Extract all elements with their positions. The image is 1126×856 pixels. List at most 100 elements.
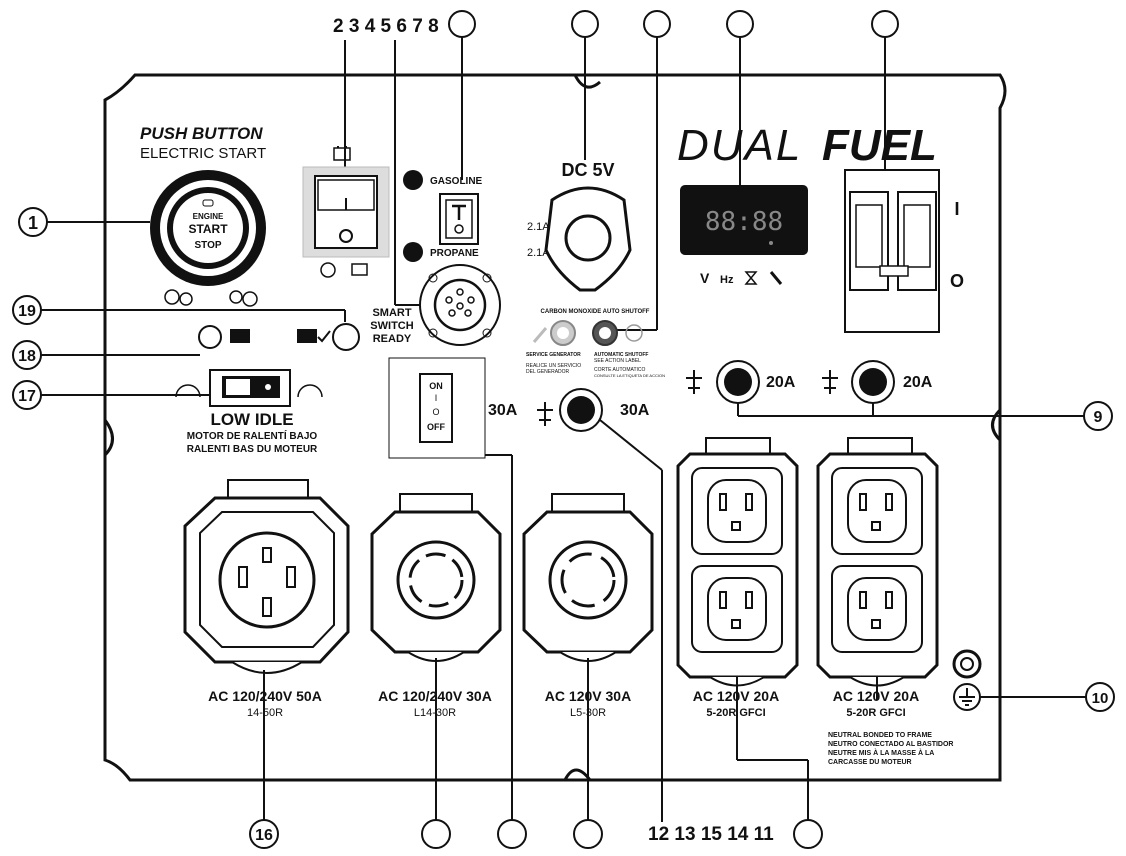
breaker-30a-left: 30A <box>488 402 518 419</box>
propane-label: PROPANE <box>430 248 479 259</box>
usb-port[interactable] <box>564 214 612 262</box>
engine-indicator-icon <box>202 199 214 207</box>
co-left-1: SERVICE GENERATOR <box>526 352 581 358</box>
neutral-2: NEUTRO CONECTADO AL BASTIDOR <box>828 741 953 748</box>
smart-switch-line1: SMART <box>372 307 411 319</box>
low-idle-rocker-face <box>226 379 250 395</box>
smart-switch-line3: READY <box>373 333 412 345</box>
breaker-30a-right: 30A <box>620 402 650 419</box>
low-idle-fr: RALENTI BAS DU MOTEUR <box>187 444 318 455</box>
switch-off: OFF <box>427 422 445 432</box>
callout-10-number: 10 <box>1092 690 1109 707</box>
battery-ok-icon <box>297 329 317 343</box>
callout-1-number: 1 <box>28 213 38 233</box>
fuel-selector-t-mark <box>452 204 466 220</box>
breaker-reset-icon <box>537 402 553 426</box>
ground-symbol-lines <box>959 688 975 706</box>
meter-display: 88:88 <box>705 207 783 237</box>
meter-hz: Hz <box>720 274 734 286</box>
battery-icon <box>333 146 351 161</box>
ground-terminal[interactable] <box>952 649 982 679</box>
co-left-3: DEL GENERADOR <box>526 369 570 375</box>
breaker-tie-bar <box>879 265 909 277</box>
gfci-2-bottom-face <box>847 577 907 641</box>
co-left-2: REALICE UN SERVICIO <box>526 363 581 369</box>
start-subtitle: ELECTRIC START <box>140 145 266 162</box>
breaker-handle-right <box>903 204 931 268</box>
meter-dot <box>769 241 773 245</box>
panel-notch <box>991 408 1002 442</box>
callout-leader <box>599 419 663 471</box>
callout-18-number: 18 <box>18 348 36 365</box>
callout-circle <box>497 819 527 849</box>
low-idle-es: MOTOR DE RALENTÍ BAJO <box>187 429 318 442</box>
outlet-l14-inner <box>408 552 464 608</box>
service-indicator-center <box>557 327 569 339</box>
port-screw <box>482 273 492 283</box>
callout-9-number: 9 <box>1094 409 1103 426</box>
battery-charging-indicator <box>198 325 222 349</box>
outlet-cover-tab <box>551 493 625 513</box>
outlet-cover-tab <box>705 437 771 455</box>
switch-on: ON <box>429 381 443 391</box>
onoff-switch[interactable] <box>419 373 453 443</box>
gfci-1-top-slots <box>719 493 753 531</box>
neutral-4: CARCASSE DU MOTEUR <box>828 759 912 766</box>
gfci-1-bottom-slots <box>719 591 753 629</box>
gfci-2-top-face <box>847 479 907 543</box>
callout-16 <box>249 819 279 849</box>
gasoline-pump-icon <box>403 170 423 190</box>
gfci-2-code: 5-20R GFCI <box>846 707 905 719</box>
callout-circle <box>573 819 603 849</box>
top-callout-numbers: 2 3 4 5 6 7 8 <box>333 16 439 37</box>
low-idle-dot <box>265 384 271 390</box>
callout-16-number: 16 <box>255 827 273 844</box>
callout-circle <box>726 10 754 38</box>
breaker-reset-icon <box>822 370 838 394</box>
usb-amp-2: 2.1A <box>527 247 550 259</box>
smart-switch-port[interactable] <box>433 278 487 332</box>
co-right-4: CONSULTE LA ETIQUETA DE ACCION <box>594 373 665 378</box>
battery-ok-indicator <box>332 323 360 351</box>
stop-text: STOP <box>194 240 221 251</box>
callout-circle <box>421 819 451 849</box>
dc-label: DC 5V <box>561 160 614 180</box>
breaker-20a-1-label: 20A <box>766 374 796 391</box>
breaker-handle-left <box>855 204 883 268</box>
outlet-cover-tab <box>847 437 913 455</box>
low-idle-title: LOW IDLE <box>210 410 293 429</box>
co-right-1: AUTOMATIC SHUTOFF <box>594 352 648 358</box>
co-right-2: SEE ACTION LABEL <box>594 358 641 364</box>
gfci-2-top-slots <box>859 493 893 531</box>
callout-circle <box>871 10 899 38</box>
breaker-20a-2-label: 20A <box>903 374 933 391</box>
callout-circle <box>793 819 823 849</box>
co-shutoff-center <box>599 327 611 339</box>
callout-17-number: 17 <box>18 388 36 405</box>
neutral-1: NEUTRAL BONDED TO FRAME <box>828 732 932 739</box>
battery-off-icon <box>320 262 336 278</box>
breaker-20a-1-button[interactable] <box>724 368 752 396</box>
digital-meter <box>680 185 808 255</box>
callout-19-number: 19 <box>18 303 36 320</box>
panel-notch <box>103 419 114 457</box>
outlet-50a-slots <box>238 547 296 617</box>
callout-circle <box>571 10 599 38</box>
propane-tank-icon <box>403 242 423 262</box>
port-screw <box>428 328 438 338</box>
push-start-icons <box>164 289 258 307</box>
gfci-1-bottom-face <box>707 577 767 641</box>
smart-switch-line2: SWITCH <box>370 320 413 332</box>
meter-volts: V <box>700 270 710 286</box>
breaker-20a-2-button[interactable] <box>859 368 887 396</box>
outlet-50a[interactable] <box>218 531 316 629</box>
switch-o: O <box>432 407 439 417</box>
start-button-face[interactable] <box>173 193 243 263</box>
ground-tab <box>231 661 303 674</box>
neutral-3: NEUTRE MIS À LA MASSE À LA <box>828 748 934 757</box>
breaker-30a-button[interactable] <box>567 396 595 424</box>
wrench-mark-icon <box>532 327 548 343</box>
panel-outline <box>103 73 1007 782</box>
wrench-icon <box>769 271 783 285</box>
